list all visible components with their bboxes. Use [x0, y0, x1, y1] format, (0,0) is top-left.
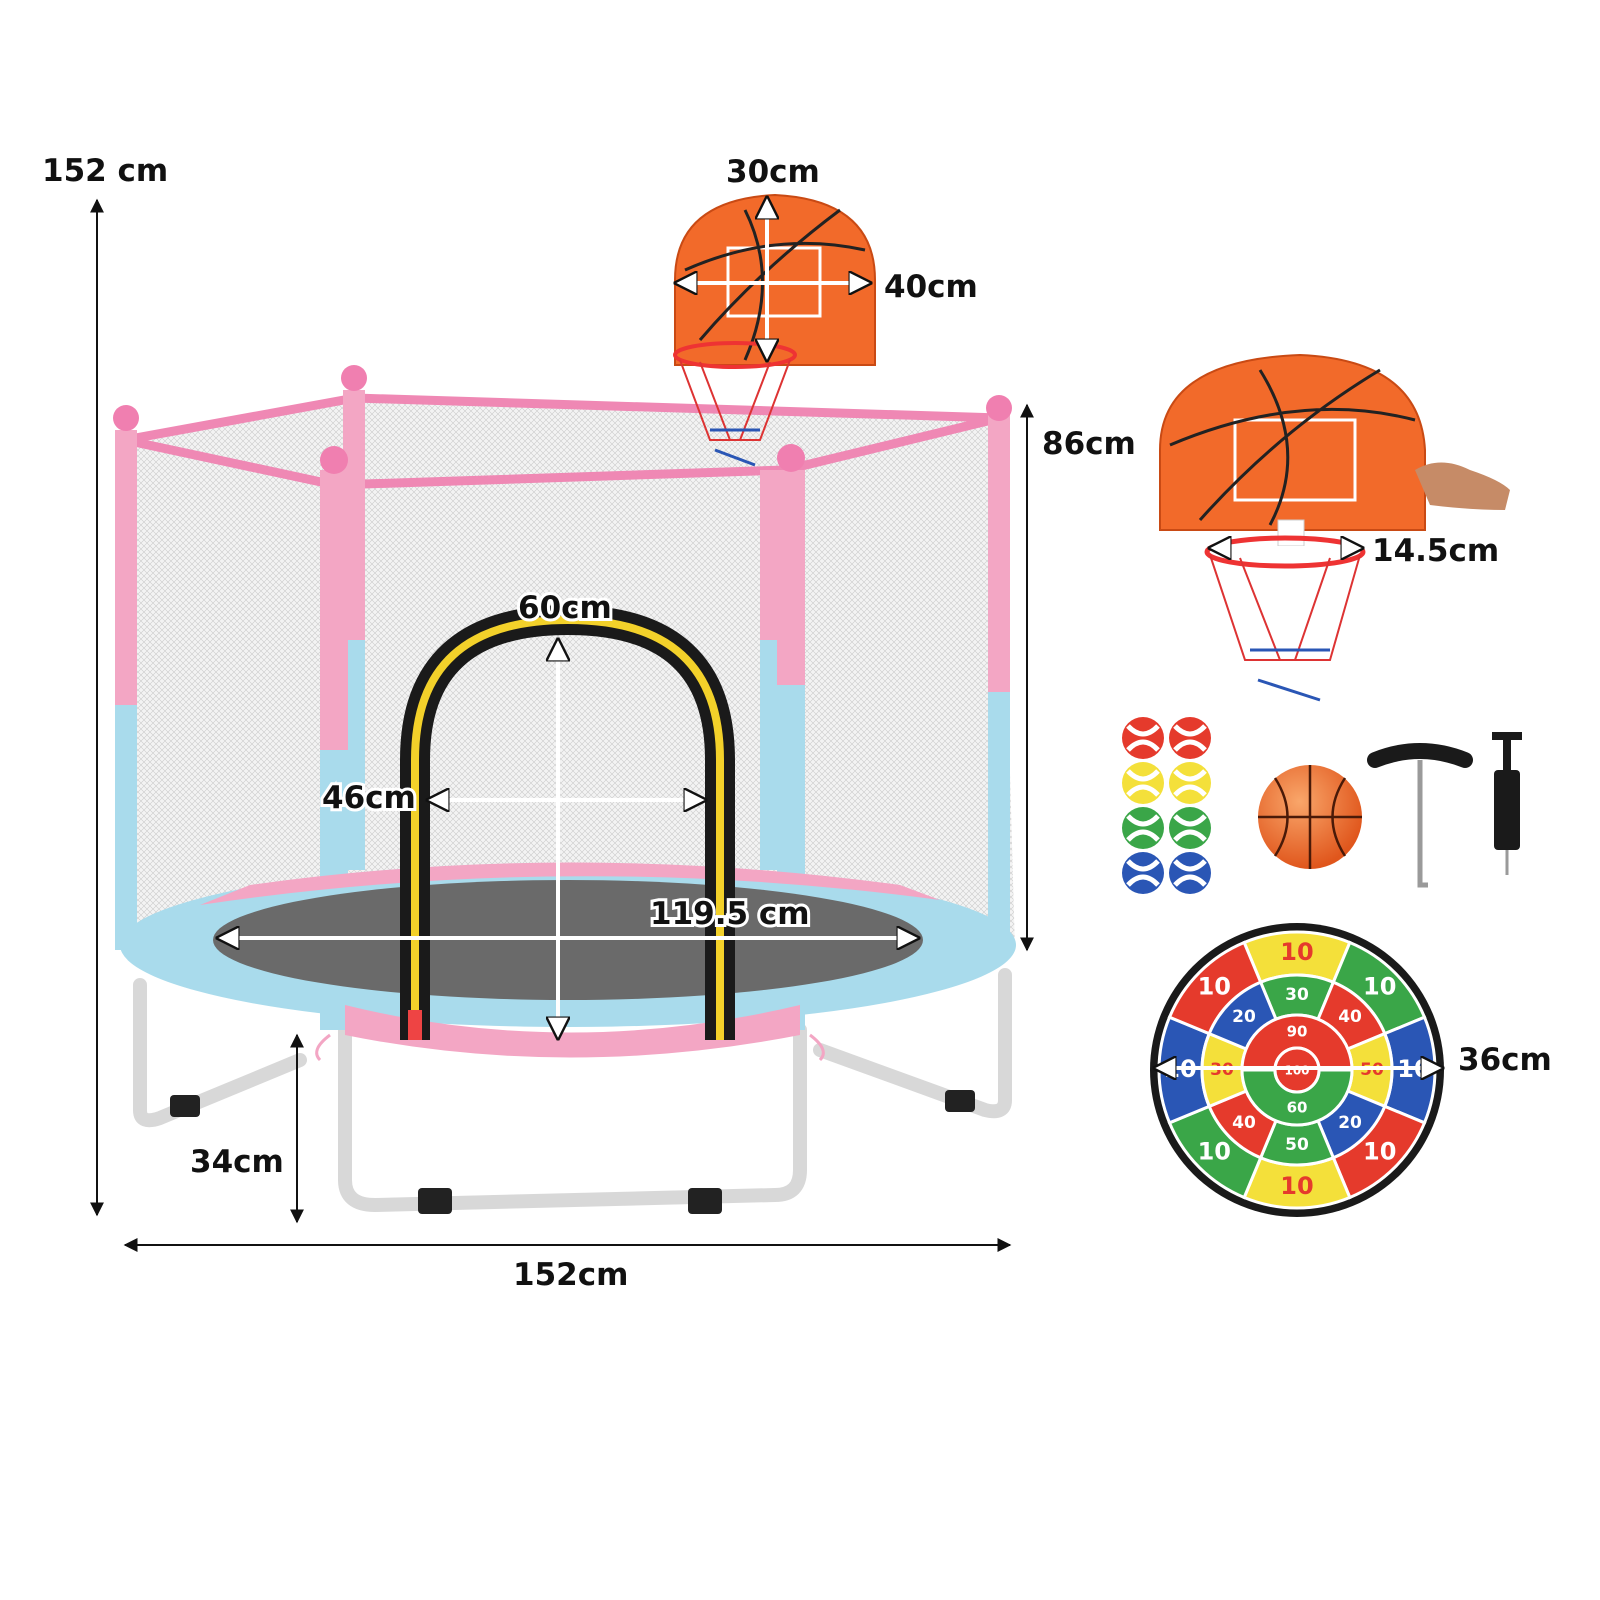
- total-height-label: 152 cm: [42, 153, 168, 189]
- hand-pump-icon: [1492, 732, 1522, 875]
- trampoline-icon: [113, 365, 1016, 1214]
- dart-ball-strip: [1173, 724, 1207, 752]
- hoop-diameter-label: 14.5cm: [1372, 533, 1499, 569]
- basketball-icon: [1258, 765, 1362, 869]
- dart-ball: [1122, 717, 1164, 759]
- dart-ball: [1122, 852, 1164, 894]
- door-width-label: 46cm: [322, 780, 416, 816]
- dartboard-outer-value: 10: [1363, 972, 1396, 1000]
- dart-ball-strip: [1126, 814, 1160, 842]
- total-width-label: 152cm: [513, 1257, 628, 1293]
- dart-ball: [1169, 717, 1211, 759]
- net-height-label: 86cm: [1042, 426, 1136, 462]
- backboard-height-label: 30cm: [726, 154, 820, 190]
- dartboard-middle-value: 50: [1285, 1135, 1309, 1155]
- basketball-hoop-detail-icon: [1159, 353, 1510, 702]
- dart-ball-strip: [1173, 769, 1207, 797]
- dimension-lines: [90, 198, 1034, 1252]
- dart-ball: [1169, 762, 1211, 804]
- top-strap-front: [124, 413, 1002, 490]
- dimension-lines-white: [218, 198, 1442, 1068]
- dart-ball: [1169, 852, 1211, 894]
- dartboard-middle-value: 20: [1232, 1007, 1256, 1027]
- dartboard-center-value: 100: [1284, 1064, 1309, 1078]
- dart-balls-icon: [1122, 717, 1211, 894]
- dart-ball: [1169, 807, 1211, 849]
- dartboard-outer-value: 10: [1363, 1138, 1396, 1166]
- dartboard-middle-value: 30: [1285, 985, 1309, 1005]
- dart-ball-strip: [1126, 769, 1160, 797]
- dartboard-middle-value: 20: [1338, 1113, 1362, 1133]
- dartboard-inner-value: 60: [1287, 1099, 1308, 1117]
- backboard-width-label: 40cm: [884, 269, 978, 305]
- dartboard-middle-value: 40: [1232, 1113, 1256, 1133]
- leg-height-label: 34cm: [190, 1144, 284, 1180]
- dart-ball-strip: [1173, 859, 1207, 887]
- dart-ball: [1122, 807, 1164, 849]
- mat-diameter-label: 119.5 cm: [650, 896, 810, 932]
- dart-ball-strip: [1126, 724, 1160, 752]
- dartboard-diameter-label: 36cm: [1458, 1042, 1552, 1078]
- dartboard-outer-value: 10: [1280, 1172, 1313, 1200]
- dart-ball-strip: [1126, 859, 1160, 887]
- dart-ball: [1122, 762, 1164, 804]
- t-wrench-icon: [1367, 743, 1473, 888]
- dartboard-middle-value: 40: [1338, 1007, 1362, 1027]
- dartboard-outer-value: 10: [1280, 938, 1313, 966]
- dart-ball-strip: [1173, 814, 1207, 842]
- dartboard-inner-value: 90: [1287, 1023, 1308, 1041]
- dartboard-outer-value: 10: [1198, 1138, 1231, 1166]
- door-height-label: 60cm: [518, 590, 612, 626]
- dartboard-outer-value: 10: [1198, 972, 1231, 1000]
